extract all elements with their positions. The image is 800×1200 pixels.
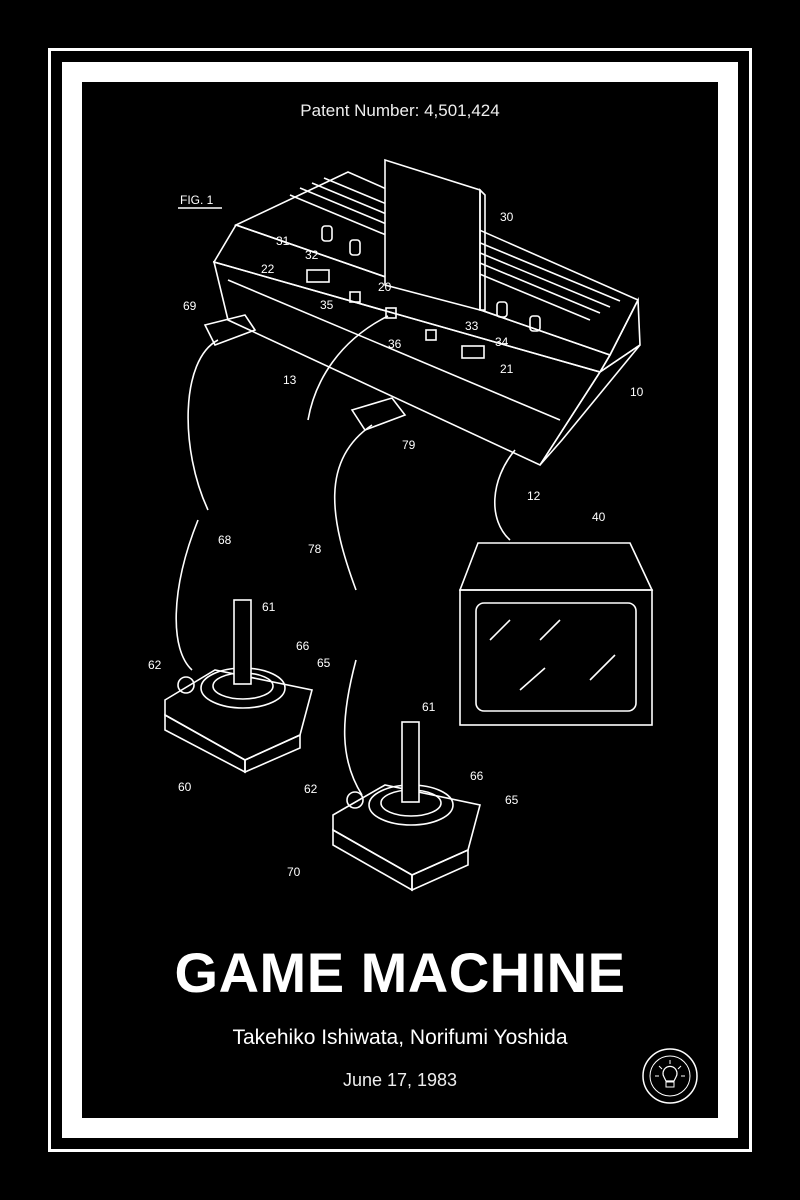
reference-numerals: 30 31 32 22 20 69 35 33 36 34 21 13 10 7… <box>148 210 644 879</box>
svg-text:68: 68 <box>218 533 232 547</box>
svg-text:62: 62 <box>148 658 162 672</box>
svg-text:32: 32 <box>305 248 319 262</box>
svg-text:21: 21 <box>500 362 514 376</box>
svg-text:60: 60 <box>178 780 192 794</box>
svg-text:65: 65 <box>317 656 331 670</box>
svg-text:31: 31 <box>276 234 290 248</box>
svg-text:69: 69 <box>183 299 197 313</box>
svg-text:34: 34 <box>495 335 509 349</box>
svg-text:22: 22 <box>261 262 275 276</box>
svg-text:79: 79 <box>402 438 416 452</box>
poster-title: GAME MACHINE <box>174 941 626 1004</box>
patent-date: June 17, 1983 <box>342 1070 458 1090</box>
lightbulb-seal-icon <box>642 1048 698 1104</box>
svg-text:36: 36 <box>388 337 402 351</box>
cables <box>175 315 516 796</box>
plug-79 <box>350 397 407 431</box>
patent-number: Patent Number: 4,501,424 <box>300 101 500 120</box>
svg-text:62: 62 <box>304 782 318 796</box>
svg-text:33: 33 <box>465 319 479 333</box>
svg-text:30: 30 <box>500 210 514 224</box>
plug-69 <box>203 314 257 347</box>
svg-text:61: 61 <box>422 700 436 714</box>
svg-text:35: 35 <box>320 298 334 312</box>
console-illustration <box>212 158 641 467</box>
outer-frame-line <box>48 48 752 1152</box>
svg-text:65: 65 <box>505 793 519 807</box>
svg-text:66: 66 <box>296 639 310 653</box>
svg-text:40: 40 <box>592 510 606 524</box>
joystick-2-illustration <box>332 721 481 892</box>
svg-text:10: 10 <box>630 385 644 399</box>
svg-text:70: 70 <box>287 865 301 879</box>
television-illustration <box>458 542 654 726</box>
svg-text:20: 20 <box>378 280 392 294</box>
figure-label: FIG. 1 <box>180 193 214 207</box>
svg-text:12: 12 <box>527 489 541 503</box>
inventors: Takehiko Ishiwata, Norifumi Yoshida <box>232 1026 568 1049</box>
svg-text:66: 66 <box>470 769 484 783</box>
joystick-1-illustration <box>164 599 313 774</box>
svg-text:13: 13 <box>283 373 297 387</box>
svg-text:61: 61 <box>262 600 276 614</box>
svg-text:78: 78 <box>308 542 322 556</box>
